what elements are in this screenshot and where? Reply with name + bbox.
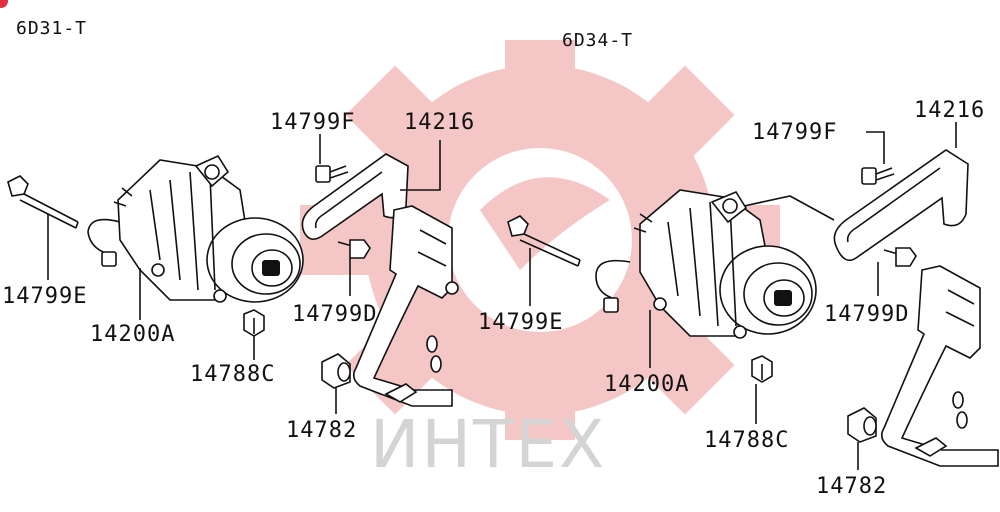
right-label-nut: 14788C <box>704 428 790 453</box>
left-spacer <box>321 353 351 389</box>
right-leader-alternator-bracket <box>743 195 835 221</box>
left-label-nut: 14788C <box>190 362 276 387</box>
left-leader-bracket <box>400 140 441 191</box>
left-label-alternator: 14200A <box>90 322 176 347</box>
right-engine-header: 6D34-T <box>562 30 634 51</box>
right-leader-bolt-upper <box>866 131 885 164</box>
right-label-spacer: 14782 <box>816 474 888 499</box>
left-nut <box>243 309 265 337</box>
right-label-bolt-upper: 14799F <box>752 120 838 145</box>
right-wire-harness <box>595 259 631 307</box>
corner-marker <box>0 0 8 8</box>
right-label-bolt-long: 14799E <box>478 310 564 335</box>
left-wire-harness <box>87 218 121 267</box>
left-alternator <box>113 154 304 303</box>
right-adjust-bracket <box>833 149 969 262</box>
left-long-bolt <box>7 175 79 229</box>
right-long-bolt <box>507 215 581 267</box>
left-engine-header: 6D31-T <box>16 18 88 39</box>
right-mount-bracket <box>880 265 999 467</box>
right-connector <box>603 297 619 313</box>
right-label-bolt-small: 14799D <box>824 302 910 327</box>
left-label-bolt-long: 14799E <box>2 284 88 309</box>
right-label-alternator: 14200A <box>604 372 690 397</box>
left-upper-bolt <box>315 165 349 183</box>
left-label-bolt-small: 14799D <box>292 302 378 327</box>
left-small-bolt <box>337 239 371 259</box>
right-alternator <box>633 189 817 339</box>
right-label-bracket: 14216 <box>914 98 986 123</box>
left-connector <box>101 251 117 267</box>
right-small-bolt <box>883 247 917 267</box>
right-spacer <box>847 407 877 443</box>
left-mount-bracket <box>352 205 459 407</box>
left-label-bolt-upper: 14799F <box>270 110 356 135</box>
left-label-spacer: 14782 <box>286 418 358 443</box>
right-upper-bolt <box>861 167 895 185</box>
watermark-text: ИНТЕХ <box>370 406 607 483</box>
left-label-bracket: 14216 <box>404 110 476 135</box>
right-nut <box>751 355 773 383</box>
